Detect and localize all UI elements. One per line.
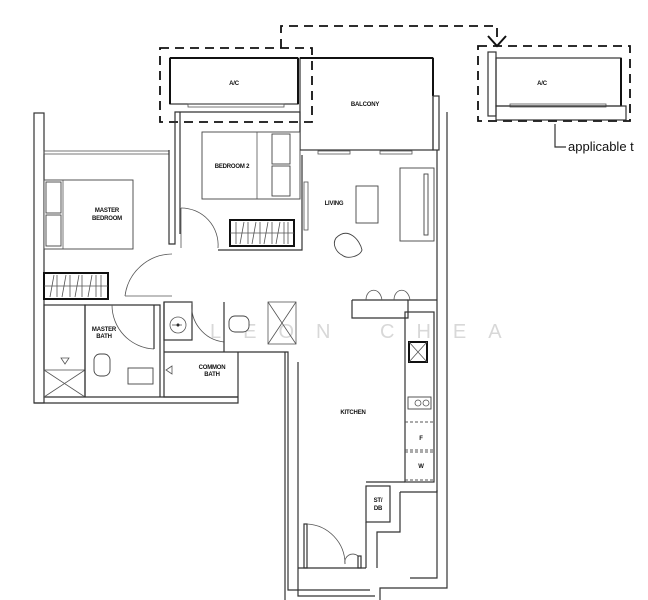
room-label-master-bath-1: MASTER: [92, 327, 117, 333]
sofa: [399, 167, 435, 242]
store-label-2: DB: [374, 506, 383, 512]
fridge-label: F: [419, 436, 423, 442]
room-label-ac: A/C: [229, 81, 240, 87]
common-toilet: [228, 315, 250, 333]
ac-callout: [159, 25, 631, 123]
room-label-common-bath-1: COMMON: [199, 365, 226, 371]
room-label-bedroom-2: BEDROOM 2: [215, 164, 250, 170]
applicable-note: applicable t: [568, 139, 634, 154]
kitchen-sink: [408, 341, 428, 363]
room-label-kitchen: KITCHEN: [340, 410, 365, 416]
room-label-common-bath-2: BATH: [204, 372, 219, 378]
washer-label: W: [418, 464, 424, 470]
living-room: LIVING: [325, 167, 437, 319]
ac-ledge-main: A/C: [169, 57, 299, 108]
balcony: BALCONY: [299, 57, 440, 155]
common-bath: COMMON BATH: [163, 301, 297, 398]
outer-walls: [33, 111, 448, 600]
master-bath: MASTER BATH: [43, 304, 161, 398]
room-label-ac-alt: A/C: [537, 81, 548, 87]
hob: [407, 396, 432, 410]
master-bedroom: MASTER BEDROOM: [43, 179, 173, 300]
toilet: [93, 353, 111, 377]
watermark: LEON CHEA: [210, 321, 524, 343]
ac-ledge-alt: A/C applicable t: [487, 51, 634, 154]
entrance-door-frame: [303, 523, 308, 569]
coffee-table: [355, 185, 379, 224]
kitchen: KITCHEN F W ST/ DB: [298, 311, 438, 569]
armchair: [333, 232, 363, 258]
room-label-living: LIVING: [325, 201, 344, 207]
basin: [127, 367, 154, 385]
room-label-balcony: BALCONY: [351, 102, 379, 108]
store-label-1: ST/: [374, 498, 383, 504]
room-label-master-bedroom-2: BEDROOM: [92, 216, 122, 222]
room-label-master-bath-2: BATH: [96, 334, 111, 340]
room-label-master-bedroom-1: MASTER: [95, 208, 120, 214]
bedroom-2: BEDROOM 2: [180, 131, 309, 251]
